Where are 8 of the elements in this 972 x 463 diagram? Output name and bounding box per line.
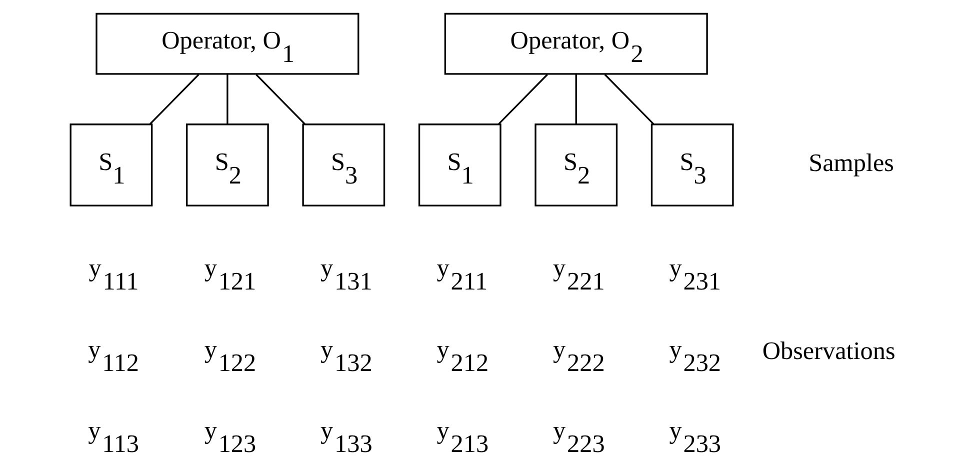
- label: Observations: [762, 338, 895, 365]
- connector: [574, 74, 576, 124]
- connector: [498, 74, 548, 125]
- connector: [149, 74, 199, 125]
- connector: [604, 74, 654, 125]
- connector: [226, 74, 228, 124]
- label: Samples: [808, 150, 894, 178]
- connector: [255, 74, 305, 125]
